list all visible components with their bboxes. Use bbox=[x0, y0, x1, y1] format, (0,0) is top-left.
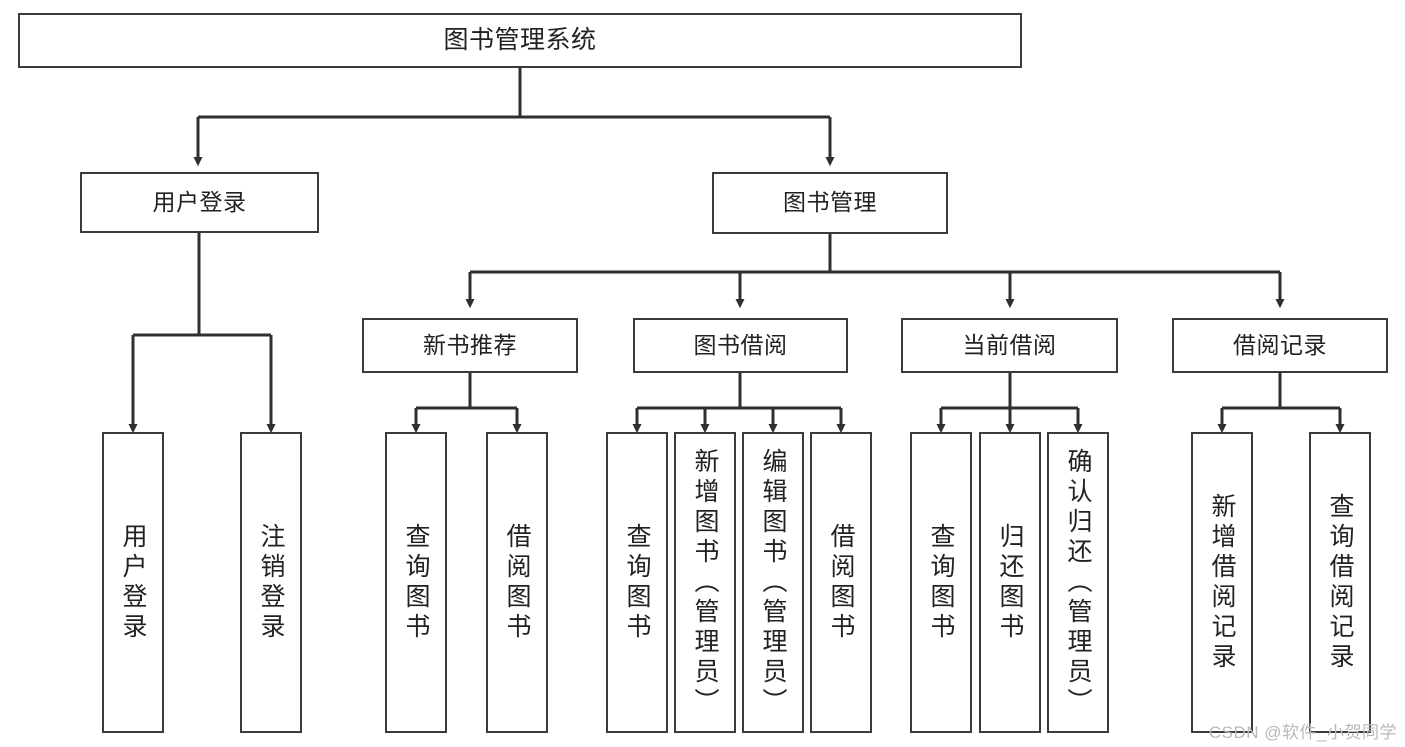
node-borrow-record[interactable]: 借阅记录 bbox=[1172, 318, 1388, 373]
node-label: 编辑图书（管理员） bbox=[759, 447, 787, 718]
leaf-current-confirm-return[interactable]: 确认归还（管理员） bbox=[1047, 432, 1109, 733]
leaf-newbook-query-book[interactable]: 查询图书 bbox=[385, 432, 447, 733]
node-current-borrow[interactable]: 当前借阅 bbox=[901, 318, 1118, 373]
node-label: 新书推荐 bbox=[423, 331, 517, 358]
node-book-borrow[interactable]: 图书借阅 bbox=[633, 318, 848, 373]
node-book-management[interactable]: 图书管理 bbox=[712, 172, 948, 234]
node-label: 图书借阅 bbox=[693, 331, 788, 358]
node-label: 图书管理系统 bbox=[443, 25, 597, 54]
node-label: 借阅记录 bbox=[1233, 331, 1327, 358]
node-label: 用户登录 bbox=[119, 522, 147, 643]
node-label: 注销登录 bbox=[257, 522, 285, 643]
node-label: 新增借阅记录 bbox=[1208, 492, 1236, 673]
node-label: 当前借阅 bbox=[962, 331, 1057, 358]
leaf-record-query-record[interactable]: 查询借阅记录 bbox=[1309, 432, 1371, 733]
leaf-borrow-borrow-book[interactable]: 借阅图书 bbox=[810, 432, 872, 733]
node-new-book-recommend[interactable]: 新书推荐 bbox=[362, 318, 578, 373]
node-label: 查询图书 bbox=[402, 522, 430, 643]
leaf-record-add-record[interactable]: 新增借阅记录 bbox=[1191, 432, 1253, 733]
node-label: 借阅图书 bbox=[827, 522, 855, 643]
node-label: 用户登录 bbox=[152, 188, 247, 215]
node-label: 查询图书 bbox=[927, 522, 955, 643]
node-label: 借阅图书 bbox=[503, 522, 531, 643]
node-label: 归还图书 bbox=[996, 522, 1024, 643]
leaf-borrow-add-book[interactable]: 新增图书（管理员） bbox=[674, 432, 736, 733]
watermark-text: CSDN @软件_小贺同学 bbox=[1208, 723, 1397, 742]
leaf-user-login-signin[interactable]: 用户登录 bbox=[102, 432, 164, 733]
node-root-system[interactable]: 图书管理系统 bbox=[18, 13, 1022, 68]
node-label: 图书管理 bbox=[783, 189, 877, 216]
leaf-borrow-query-book[interactable]: 查询图书 bbox=[606, 432, 668, 733]
leaf-newbook-borrow-book[interactable]: 借阅图书 bbox=[486, 432, 548, 733]
leaf-current-query-book[interactable]: 查询图书 bbox=[910, 432, 972, 733]
leaf-user-login-signout[interactable]: 注销登录 bbox=[240, 432, 302, 733]
leaf-current-return-book[interactable]: 归还图书 bbox=[979, 432, 1041, 733]
leaf-borrow-edit-book[interactable]: 编辑图书（管理员） bbox=[742, 432, 804, 733]
node-label: 新增图书（管理员） bbox=[691, 447, 719, 718]
node-label: 查询借阅记录 bbox=[1326, 492, 1354, 673]
node-user-login[interactable]: 用户登录 bbox=[80, 172, 319, 233]
node-label: 查询图书 bbox=[623, 522, 651, 643]
node-label: 确认归还（管理员） bbox=[1064, 447, 1092, 718]
